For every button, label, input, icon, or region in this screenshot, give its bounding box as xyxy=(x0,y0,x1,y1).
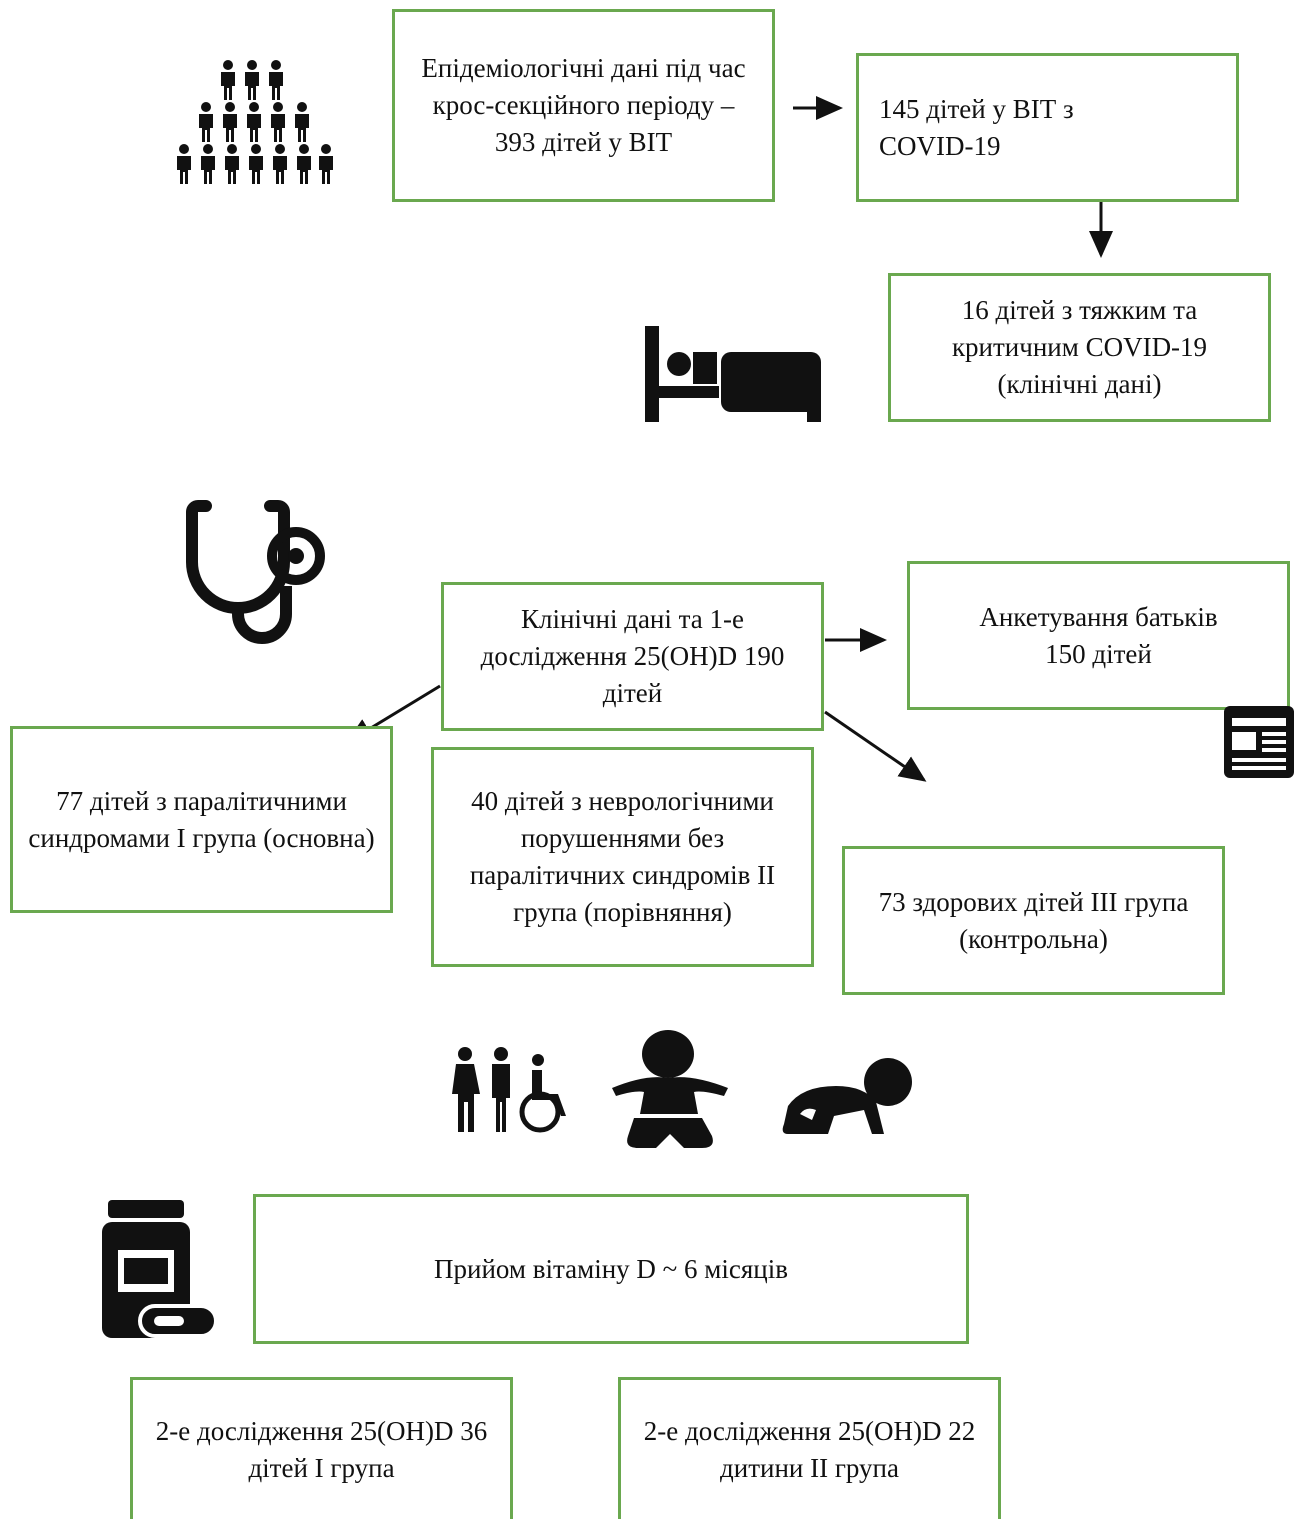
box-parents-survey: Анкетування батьків 150 дітей xyxy=(907,561,1290,710)
box-group-2-text: 40 дітей з неврологічними порушеннями бе… xyxy=(469,786,776,927)
box-group-3: 73 здорових дітей ІІІ група (контрольна) xyxy=(842,846,1225,995)
crowd-icon xyxy=(177,60,333,184)
family-wheelchair-icon xyxy=(452,1047,566,1133)
box-covid-icu: 145 дітей у ВІТ з COVID-19 xyxy=(856,53,1239,202)
box-group-1: 77 дітей з паралітичними синдромами І гр… xyxy=(10,726,393,913)
box-second-study-group-2-text: 2-е дослідження 25(OH)D 22 дитини ІІ гру… xyxy=(643,1415,976,1483)
box-second-study-group-1: 2-е дослідження 25(OH)D 36 дітей І група xyxy=(130,1377,513,1519)
box-parents-survey-text: Анкетування батьків 150 дітей xyxy=(979,601,1218,669)
box-vitamin-d-text: Прийом вітаміну D ~ 6 місяців xyxy=(434,1253,788,1284)
baby-crawling-icon xyxy=(782,1058,912,1134)
box-severe-covid: 16 дітей з тяжким та критичним COVID-19 … xyxy=(888,273,1271,422)
box-second-study-group-2: 2-е дослідження 25(OH)D 22 дитини ІІ гру… xyxy=(618,1377,1001,1519)
stethoscope-icon xyxy=(186,500,325,644)
baby-sitting-icon xyxy=(612,1030,728,1148)
box-severe-covid-text: 16 дітей з тяжким та критичним COVID-19 … xyxy=(951,295,1208,399)
box-epidemiology: Епідеміологічні дані під час крос-секцій… xyxy=(392,9,775,202)
box-group-2: 40 дітей з неврологічними порушеннями бе… xyxy=(431,747,814,967)
box-vitamin-d: Прийом вітаміну D ~ 6 місяців xyxy=(253,1194,969,1344)
medicine-bottle-icon xyxy=(102,1200,218,1338)
box-group-3-text: 73 здорових дітей ІІІ група (контрольна) xyxy=(878,886,1189,954)
arrow-clinical-to-group3 xyxy=(824,710,927,782)
box-clinical-first-study: Клінічні дані та 1-е дослідження 25(OH)D… xyxy=(441,582,824,731)
newspaper-icon xyxy=(1224,706,1294,778)
box-epidemiology-text: Епідеміологічні дані під час крос-секцій… xyxy=(421,53,746,157)
box-group-1-text: 77 дітей з паралітичними синдромами І гр… xyxy=(28,785,375,853)
box-clinical-first-study-text: Клінічні дані та 1-е дослідження 25(OH)D… xyxy=(480,604,785,708)
box-covid-icu-text: 145 дітей у ВІТ з COVID-19 xyxy=(879,93,1074,161)
box-second-study-group-1-text: 2-е дослідження 25(OH)D 36 дітей І група xyxy=(155,1415,488,1483)
hospital-bed-icon xyxy=(645,326,821,422)
